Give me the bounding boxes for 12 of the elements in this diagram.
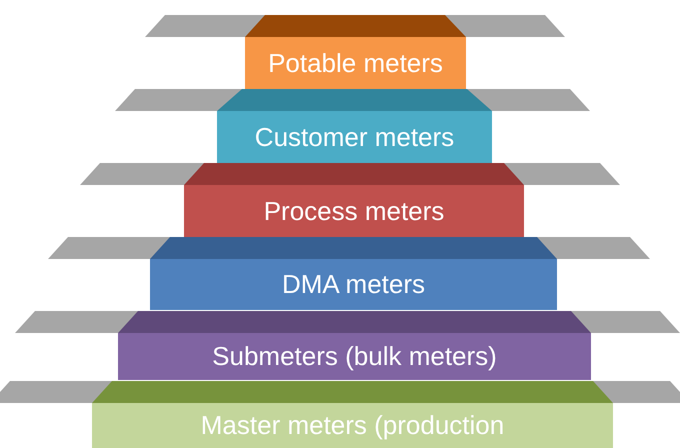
pyramid-step	[245, 15, 466, 90]
pyramid-step	[118, 311, 591, 380]
step-label: Master meters (production	[200, 410, 504, 441]
step-label: Customer meters	[254, 122, 454, 152]
step-label: Potable meters	[268, 48, 443, 79]
pyramid-step	[150, 237, 557, 310]
step-label: Submeters (bulk meters)	[212, 341, 497, 372]
pyramid-step	[217, 89, 492, 163]
pyramid-step	[92, 381, 613, 448]
step-label: DMA meters	[282, 269, 426, 300]
pyramid-step	[184, 163, 524, 237]
step-label: Process meters	[264, 196, 444, 226]
